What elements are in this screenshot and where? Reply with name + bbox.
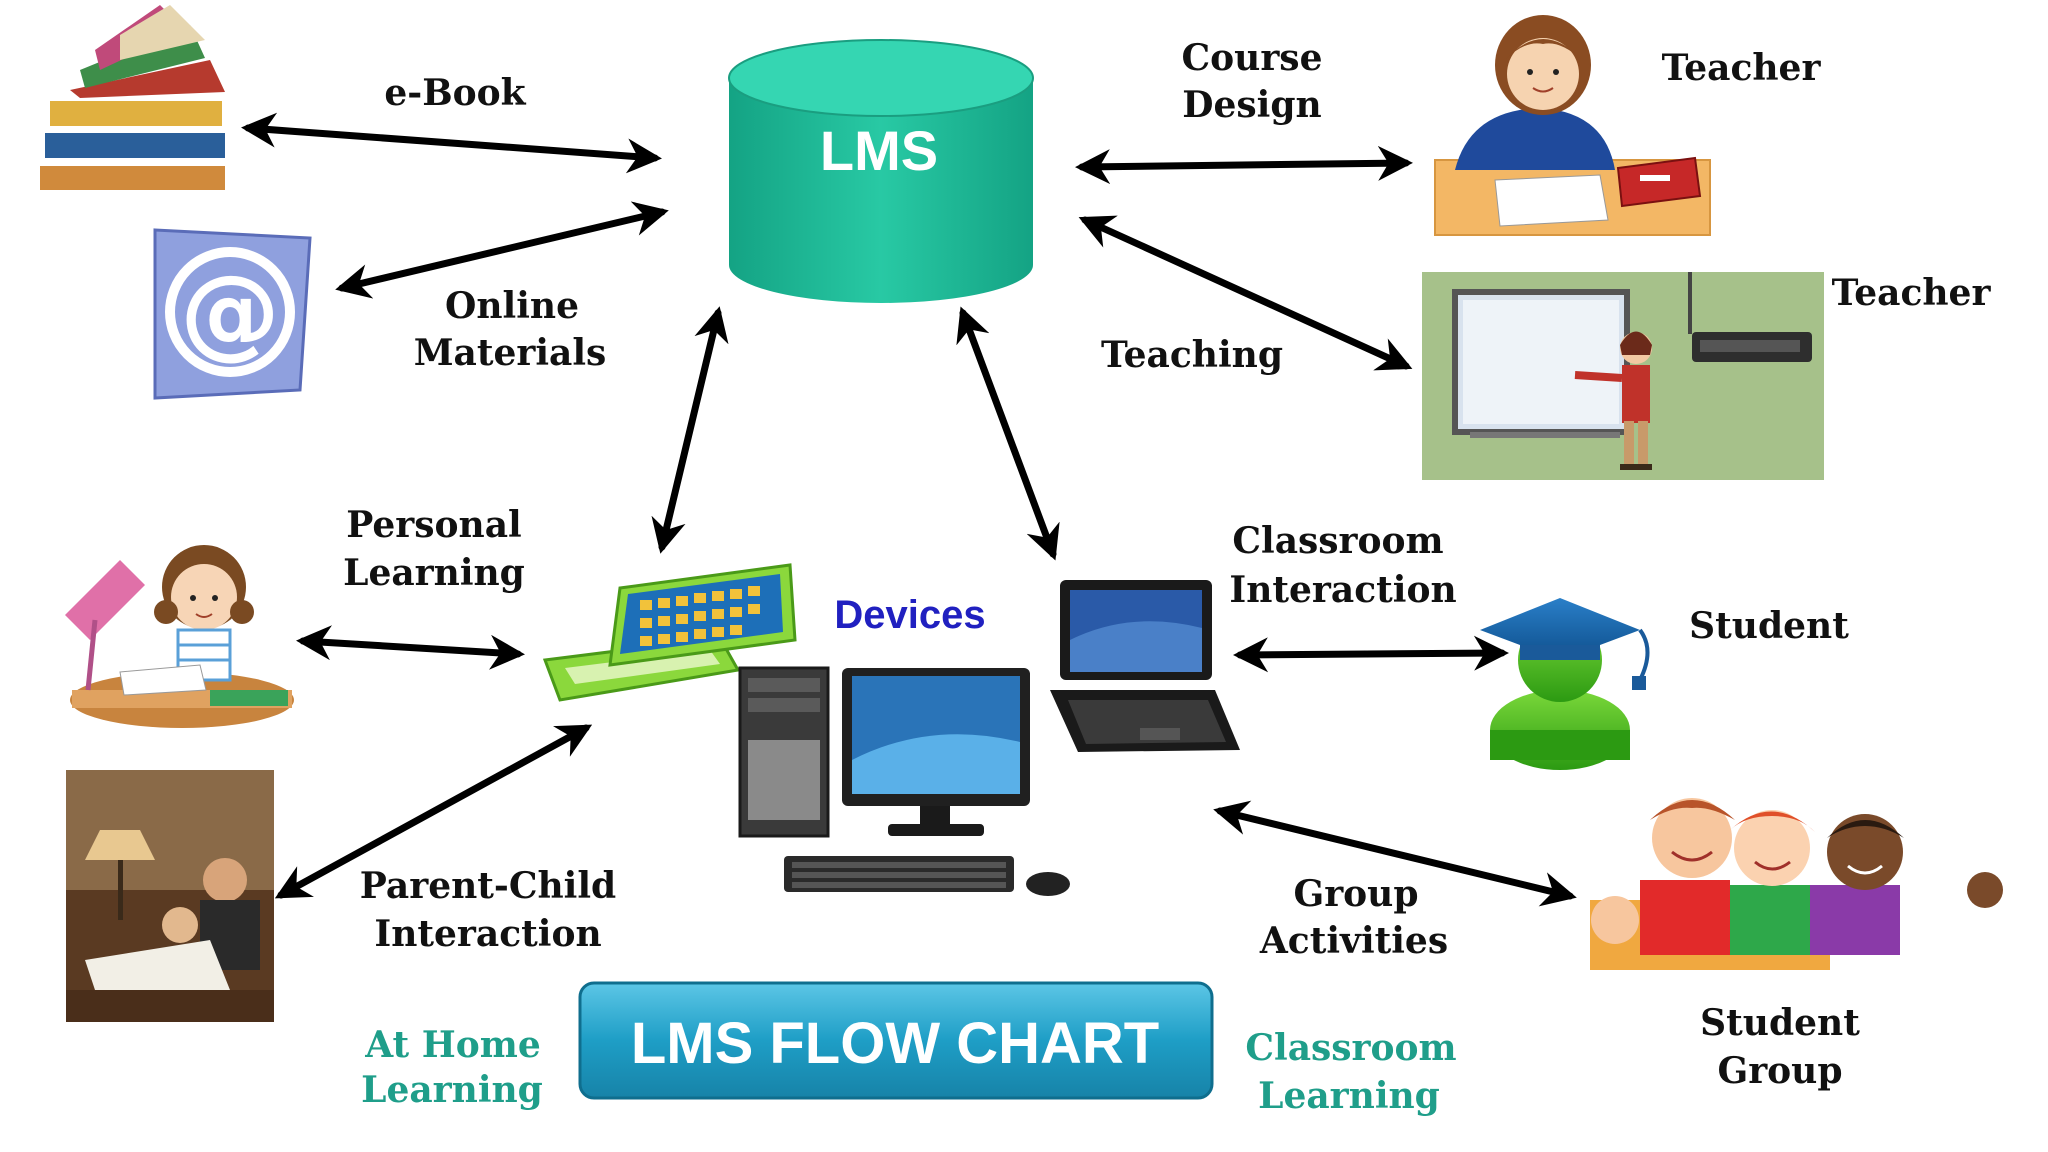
edge-label-personal-learning-line2: Learning (343, 552, 525, 594)
context-label-home-line2: Learning (361, 1069, 543, 1111)
context-label-classroom-line2: Learning (1258, 1075, 1440, 1117)
edge-label-ebook: e-Book (384, 72, 526, 114)
lms-label: LMS (820, 119, 938, 182)
lms-cylinder-body (729, 78, 1033, 303)
edge-label-parent-child-line2: Interaction (374, 913, 601, 955)
edge-label-personal-learning-line1: Personal (346, 504, 521, 546)
at-sign-icon: @ (153, 228, 312, 400)
diagram-title: LMS FLOW CHART (631, 1011, 1159, 1076)
svg-text:@: @ (180, 253, 280, 370)
arrow-online-lms (335, 201, 669, 299)
tablet-device-icon (542, 563, 797, 702)
arrow-parent-child (274, 724, 593, 899)
edge-label-classroom-interaction-line2: Interaction (1229, 569, 1456, 611)
node-label-teacher-board: Teacher (1832, 272, 1992, 314)
lms-database-node: LMS (728, 39, 1034, 303)
teacher-desk-illustration (1434, 15, 1711, 236)
desktop-computer-icon (738, 666, 1070, 896)
books-icon (40, 5, 225, 190)
lms-cylinder-top (728, 39, 1034, 117)
arrow-ebook-lms (241, 112, 662, 174)
context-label-classroom-line1: Classroom (1245, 1027, 1456, 1069)
arrow-lms-laptop (956, 306, 1060, 561)
arrow-personal-learning (296, 625, 525, 670)
arrow-lms-tablet (651, 306, 729, 554)
arrow-lms-course-design (1075, 145, 1413, 185)
arrow-classroom-interaction (1233, 635, 1509, 673)
node-label-student-group-line1: Student (1700, 1002, 1860, 1044)
context-label-home-line1: At Home (364, 1024, 540, 1066)
title-banner: LMS FLOW CHART (578, 981, 1214, 1100)
arrow-lms-teaching (1078, 215, 1413, 371)
edge-label-course-design-line1: Course (1182, 37, 1323, 79)
connector-arrows (241, 112, 1577, 907)
devices-label: Devices (834, 593, 985, 637)
teacher-whiteboard-illustration (1422, 272, 1824, 480)
girl-studying-illustration (65, 545, 294, 728)
edge-label-teaching: Teaching (1101, 334, 1283, 376)
arrow-group-activities (1213, 800, 1577, 907)
parent-child-photo (66, 770, 274, 1022)
edge-label-classroom-interaction-line1: Classroom (1232, 520, 1443, 562)
laptop-device-icon (1050, 580, 1240, 752)
node-label-student: Student (1689, 605, 1849, 647)
node-label-student-group-line2: Group (1717, 1050, 1842, 1092)
student-graduate-icon (1480, 598, 1650, 770)
student-group-illustration (1590, 798, 2003, 970)
edge-label-online-materials-line1: Online (445, 285, 579, 327)
node-label-teacher-desk: Teacher (1662, 47, 1822, 89)
edge-label-parent-child-line1: Parent-Child (360, 865, 616, 907)
edge-label-course-design-line2: Design (1182, 84, 1321, 126)
edge-label-group-activities-line1: Group (1293, 873, 1418, 915)
edge-label-online-materials-line2: Materials (414, 332, 607, 374)
edge-label-group-activities-line2: Activities (1259, 920, 1448, 962)
